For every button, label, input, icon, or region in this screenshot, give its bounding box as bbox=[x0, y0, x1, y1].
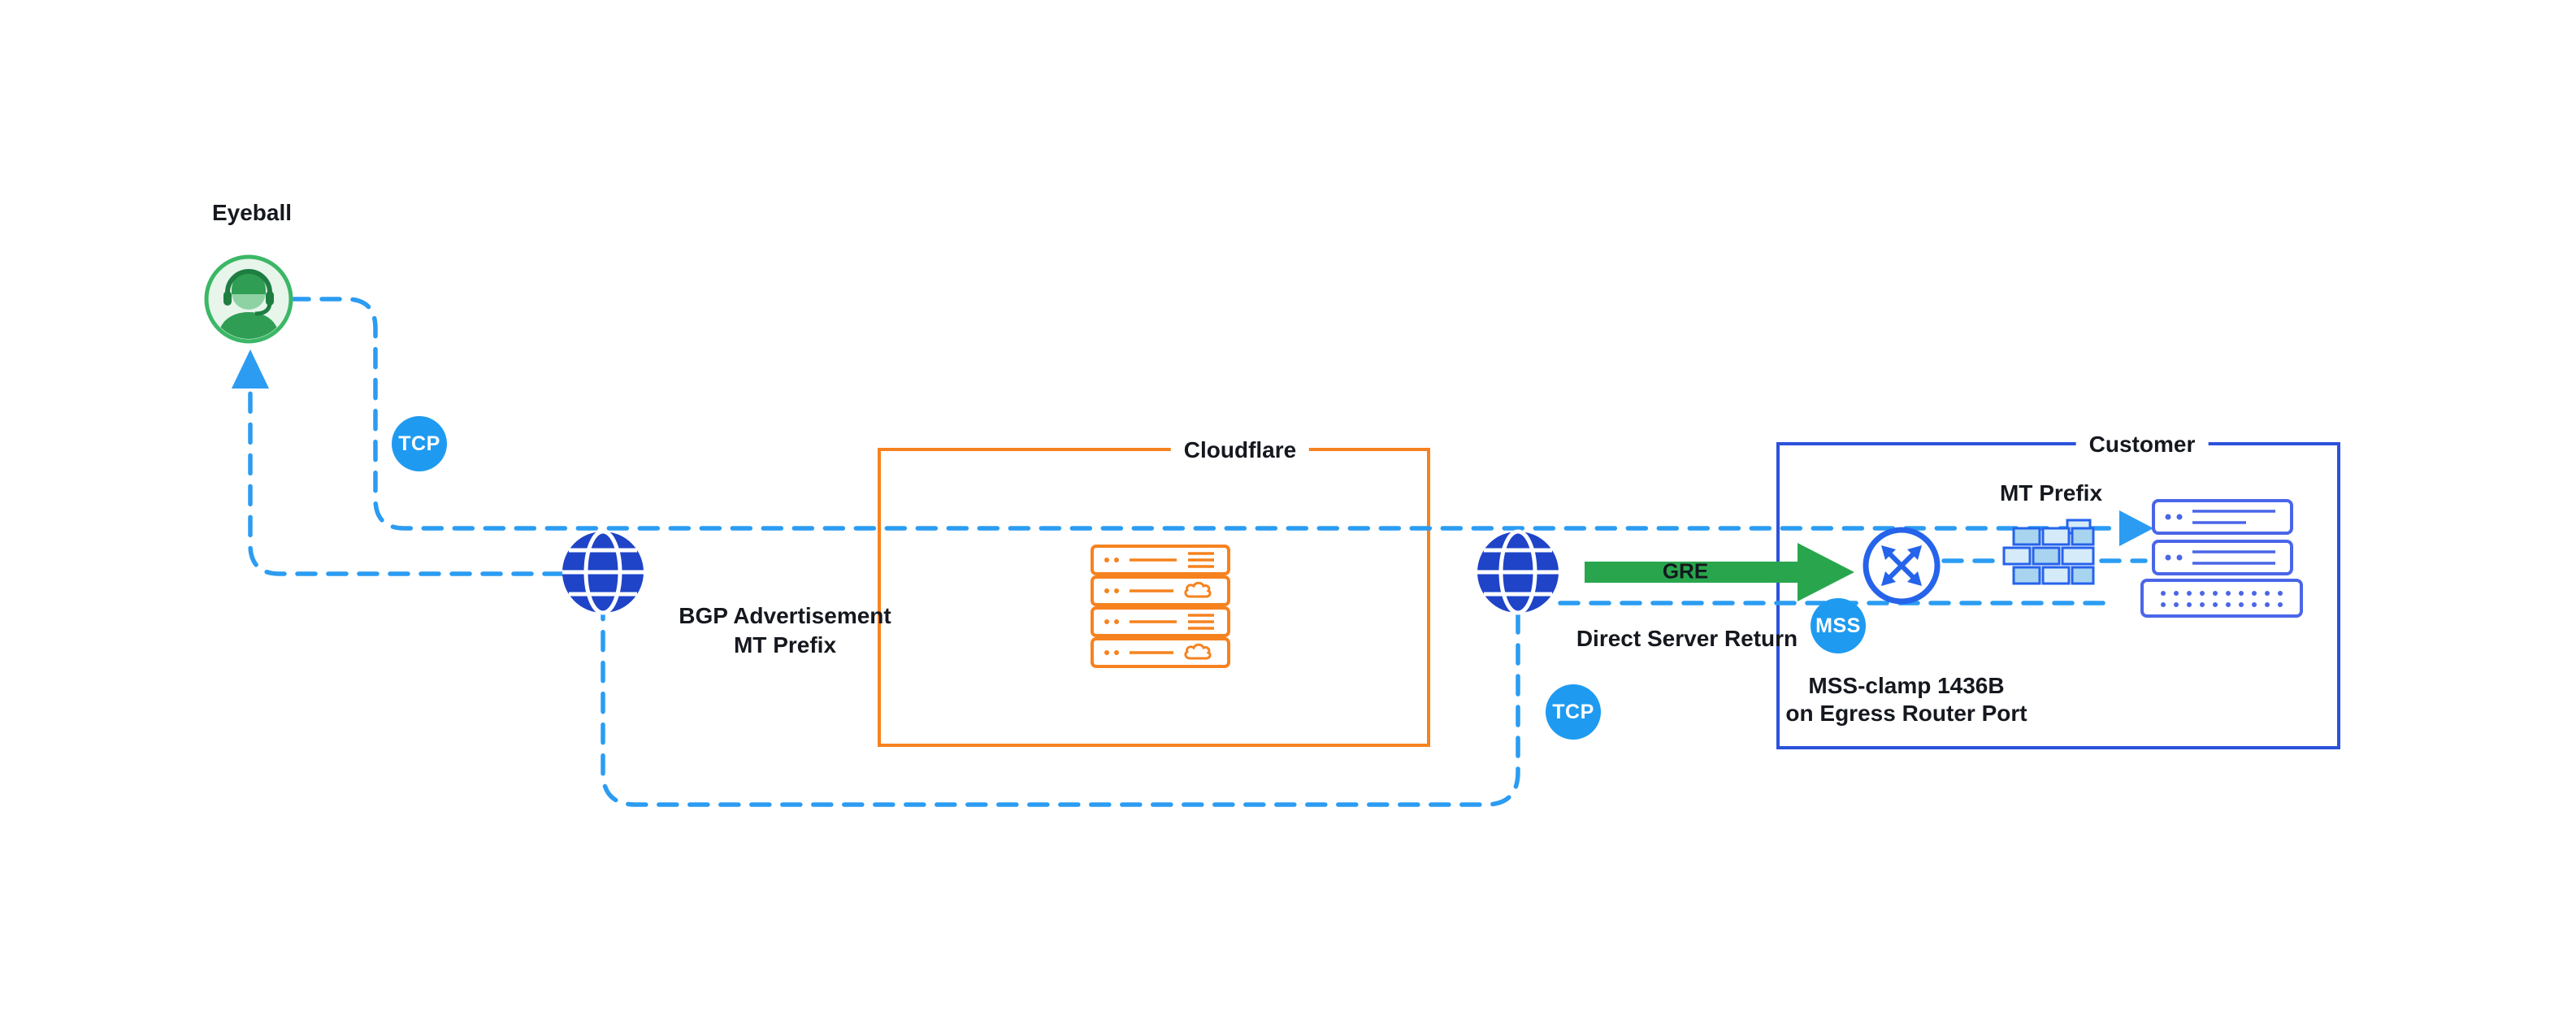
eyeball-label: Eyeball bbox=[211, 200, 293, 225]
flow-arrowheads bbox=[232, 349, 2153, 546]
customer-server-stack-icon bbox=[2140, 499, 2303, 618]
router-icon bbox=[1863, 527, 1941, 605]
cloudflare-box-label: Cloudflare bbox=[1170, 437, 1310, 463]
firewall-icon bbox=[2002, 519, 2095, 585]
mss-clamp-line1-label: MSS-clamp 1436B bbox=[1808, 673, 2005, 698]
cloudflare-box: Cloudflare bbox=[878, 437, 1430, 747]
to-servers-arrowhead-icon bbox=[2119, 510, 2153, 546]
bgp-mt-prefix-label: MT Prefix bbox=[733, 632, 837, 658]
to-eyeball-arrowhead-icon bbox=[232, 349, 269, 388]
eyeball-avatar-icon bbox=[204, 254, 293, 344]
mss-clamp-line2-label: on Egress Router Port bbox=[1785, 701, 2027, 726]
bgp-advertisement-label: BGP Advertisement bbox=[679, 603, 891, 628]
customer-box: Customer bbox=[1776, 432, 2340, 749]
return-path-eyeball-line bbox=[248, 388, 565, 576]
customer-box-label: Customer bbox=[2075, 432, 2209, 458]
return-path-loop-line bbox=[601, 612, 1520, 807]
internet-globe-right-icon bbox=[1477, 529, 1559, 615]
gre-label: GRE bbox=[1662, 558, 1709, 584]
request-path-line bbox=[288, 297, 2120, 531]
direct-server-return-label: Direct Server Return bbox=[1576, 626, 1798, 651]
internet-globe-left-icon bbox=[562, 529, 644, 615]
flow-lines bbox=[248, 297, 2148, 807]
mss-badge: MSS bbox=[1811, 598, 1866, 653]
gre-arrow-icon bbox=[1585, 543, 1854, 601]
tcp-badge-left: TCP bbox=[392, 416, 447, 471]
mt-prefix-label: MT Prefix bbox=[1999, 480, 2103, 506]
cloudflare-server-stack-icon bbox=[1091, 545, 1230, 668]
tcp-badge-right: TCP bbox=[1546, 684, 1601, 740]
